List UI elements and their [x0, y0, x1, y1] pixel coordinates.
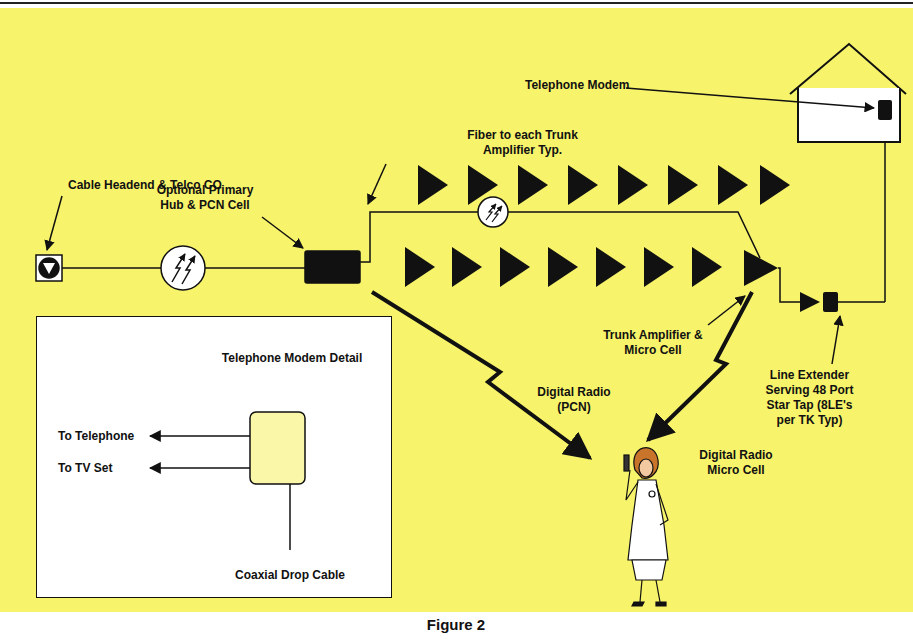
- callout-label: Trunk Amplifier & Micro Cell: [598, 328, 708, 358]
- cable-label: Coaxial Drop Cable: [220, 568, 360, 583]
- callout-label: Fiber to each Trunk Amplifier Typ.: [455, 128, 590, 158]
- top-rule: [0, 2, 913, 4]
- port-label: To Telephone: [58, 429, 148, 444]
- port-label: To TV Set: [58, 461, 148, 476]
- radio-label: Digital Radio (PCN): [528, 385, 620, 415]
- box-title: Telephone Modem Detail: [207, 351, 377, 366]
- callout-label: Optional Primary Hub & PCN Cell: [150, 183, 260, 213]
- radio-label: Digital Radio Micro Cell: [686, 448, 786, 478]
- detail-box: Telephone Modem Detail: [36, 316, 392, 598]
- figure-caption: Figure 2: [356, 616, 556, 633]
- callout-label: Line Extender Serving 48 Port Star Tap (…: [757, 368, 862, 428]
- callout-label: Telephone Modem: [525, 78, 635, 93]
